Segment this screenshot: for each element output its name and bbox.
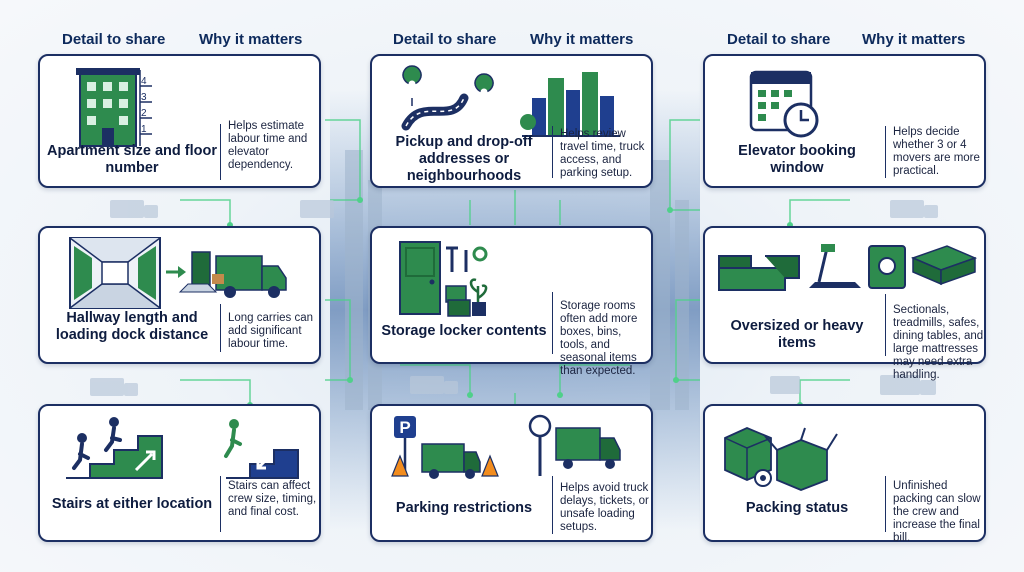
divider — [885, 126, 886, 178]
divider — [885, 294, 886, 356]
calendar-clock-icon — [749, 70, 819, 138]
parking-meter-icon — [528, 414, 621, 476]
traffic-cone-icon — [391, 454, 499, 477]
parking-sign-letter: P — [399, 418, 410, 437]
card-description: Helps review travel time, truck access, … — [560, 128, 645, 179]
card-label: Storage locker contents — [381, 323, 547, 339]
card-elevator-booking: Elevator booking window Helps decide whe… — [703, 54, 986, 188]
card-label: Oversized or heavy items — [730, 318, 864, 351]
card-addresses: Pickup and drop-off addresses or neighbo… — [370, 54, 653, 188]
card-apartment-size: 4 3 2 1 Apartment size and floor number … — [38, 54, 321, 188]
storage-locker-icon — [399, 241, 488, 317]
card-description: Stairs can affect crew size, timing, and… — [228, 480, 317, 518]
heavy-items-icon — [718, 244, 978, 291]
detail-to-share-header: Detail to share — [62, 31, 166, 48]
card-description: Helps avoid truck delays, tickets, or un… — [560, 482, 649, 533]
card-description: Helps decide whether 3 or 4 movers are m… — [893, 126, 980, 177]
divider — [220, 476, 221, 532]
safe-icon — [868, 245, 906, 289]
divider — [552, 476, 553, 534]
card-description: Sectionals, treadmills, safes, dining ta… — [893, 304, 984, 381]
divider — [552, 126, 553, 178]
why-it-matters-header: Why it matters — [199, 31, 303, 48]
card-stairs: Stairs at either location Stairs can aff… — [38, 404, 321, 542]
card-label: Stairs at either location — [51, 496, 213, 512]
city-skyline-icon — [520, 72, 620, 137]
map-route-icon — [401, 65, 620, 137]
tools-icon — [446, 246, 468, 272]
divider — [220, 304, 221, 352]
card-label: Pickup and drop-off addresses or neighbo… — [395, 134, 533, 184]
card-packing-status: Packing status Unfinished packing can sl… — [703, 404, 986, 544]
detail-to-share-header: Detail to share — [393, 31, 497, 48]
card-label: Hallway length and loading dock distance — [55, 310, 209, 343]
loading-dock-truck-icon — [178, 251, 287, 298]
divider — [552, 292, 553, 354]
card-hallway-length: Hallway length and loading dock distance… — [38, 226, 321, 364]
truck-icon — [421, 443, 481, 479]
card-storage-locker: Storage locker contents Storage rooms of… — [370, 226, 653, 377]
mattress-icon — [910, 245, 978, 286]
packing-boxes-icon — [724, 427, 838, 491]
floor-label-4: 4 — [141, 76, 147, 87]
card-label: Elevator booking window — [738, 143, 856, 176]
hallway-icon — [69, 237, 287, 309]
parking-icon: P — [391, 414, 621, 479]
floor-label-3: 3 — [141, 92, 147, 103]
card-label: Packing status — [745, 500, 849, 516]
detail-to-share-header: Detail to share — [727, 31, 831, 48]
card-label: Parking restrictions — [395, 500, 533, 516]
treadmill-icon — [809, 244, 861, 288]
card-description: Storage rooms often add more boxes, bins… — [560, 300, 638, 377]
card-oversized-items: Oversized or heavy items Sectionals, tre… — [703, 226, 986, 381]
divider — [220, 124, 221, 180]
card-description: Long carries can add significant labour … — [228, 312, 314, 350]
card-description: Helps estimate labour time and elevator … — [228, 120, 308, 171]
floor-label-2: 2 — [141, 108, 147, 119]
stairs-icon — [66, 417, 299, 479]
apartment-building-icon: 4 3 2 1 — [76, 68, 152, 147]
card-parking: P Parking restrictions Helps avoid truck… — [370, 404, 653, 542]
stairs-down-icon — [224, 419, 299, 479]
why-it-matters-header: Why it matters — [530, 31, 634, 48]
why-it-matters-header: Why it matters — [862, 31, 966, 48]
divider — [885, 476, 886, 532]
card-description: Unfinished packing can slow the crew and… — [893, 480, 981, 544]
floor-label-1: 1 — [141, 124, 147, 135]
card-label: Apartment size and floor number — [47, 143, 217, 176]
sectional-sofa-icon — [718, 255, 800, 291]
